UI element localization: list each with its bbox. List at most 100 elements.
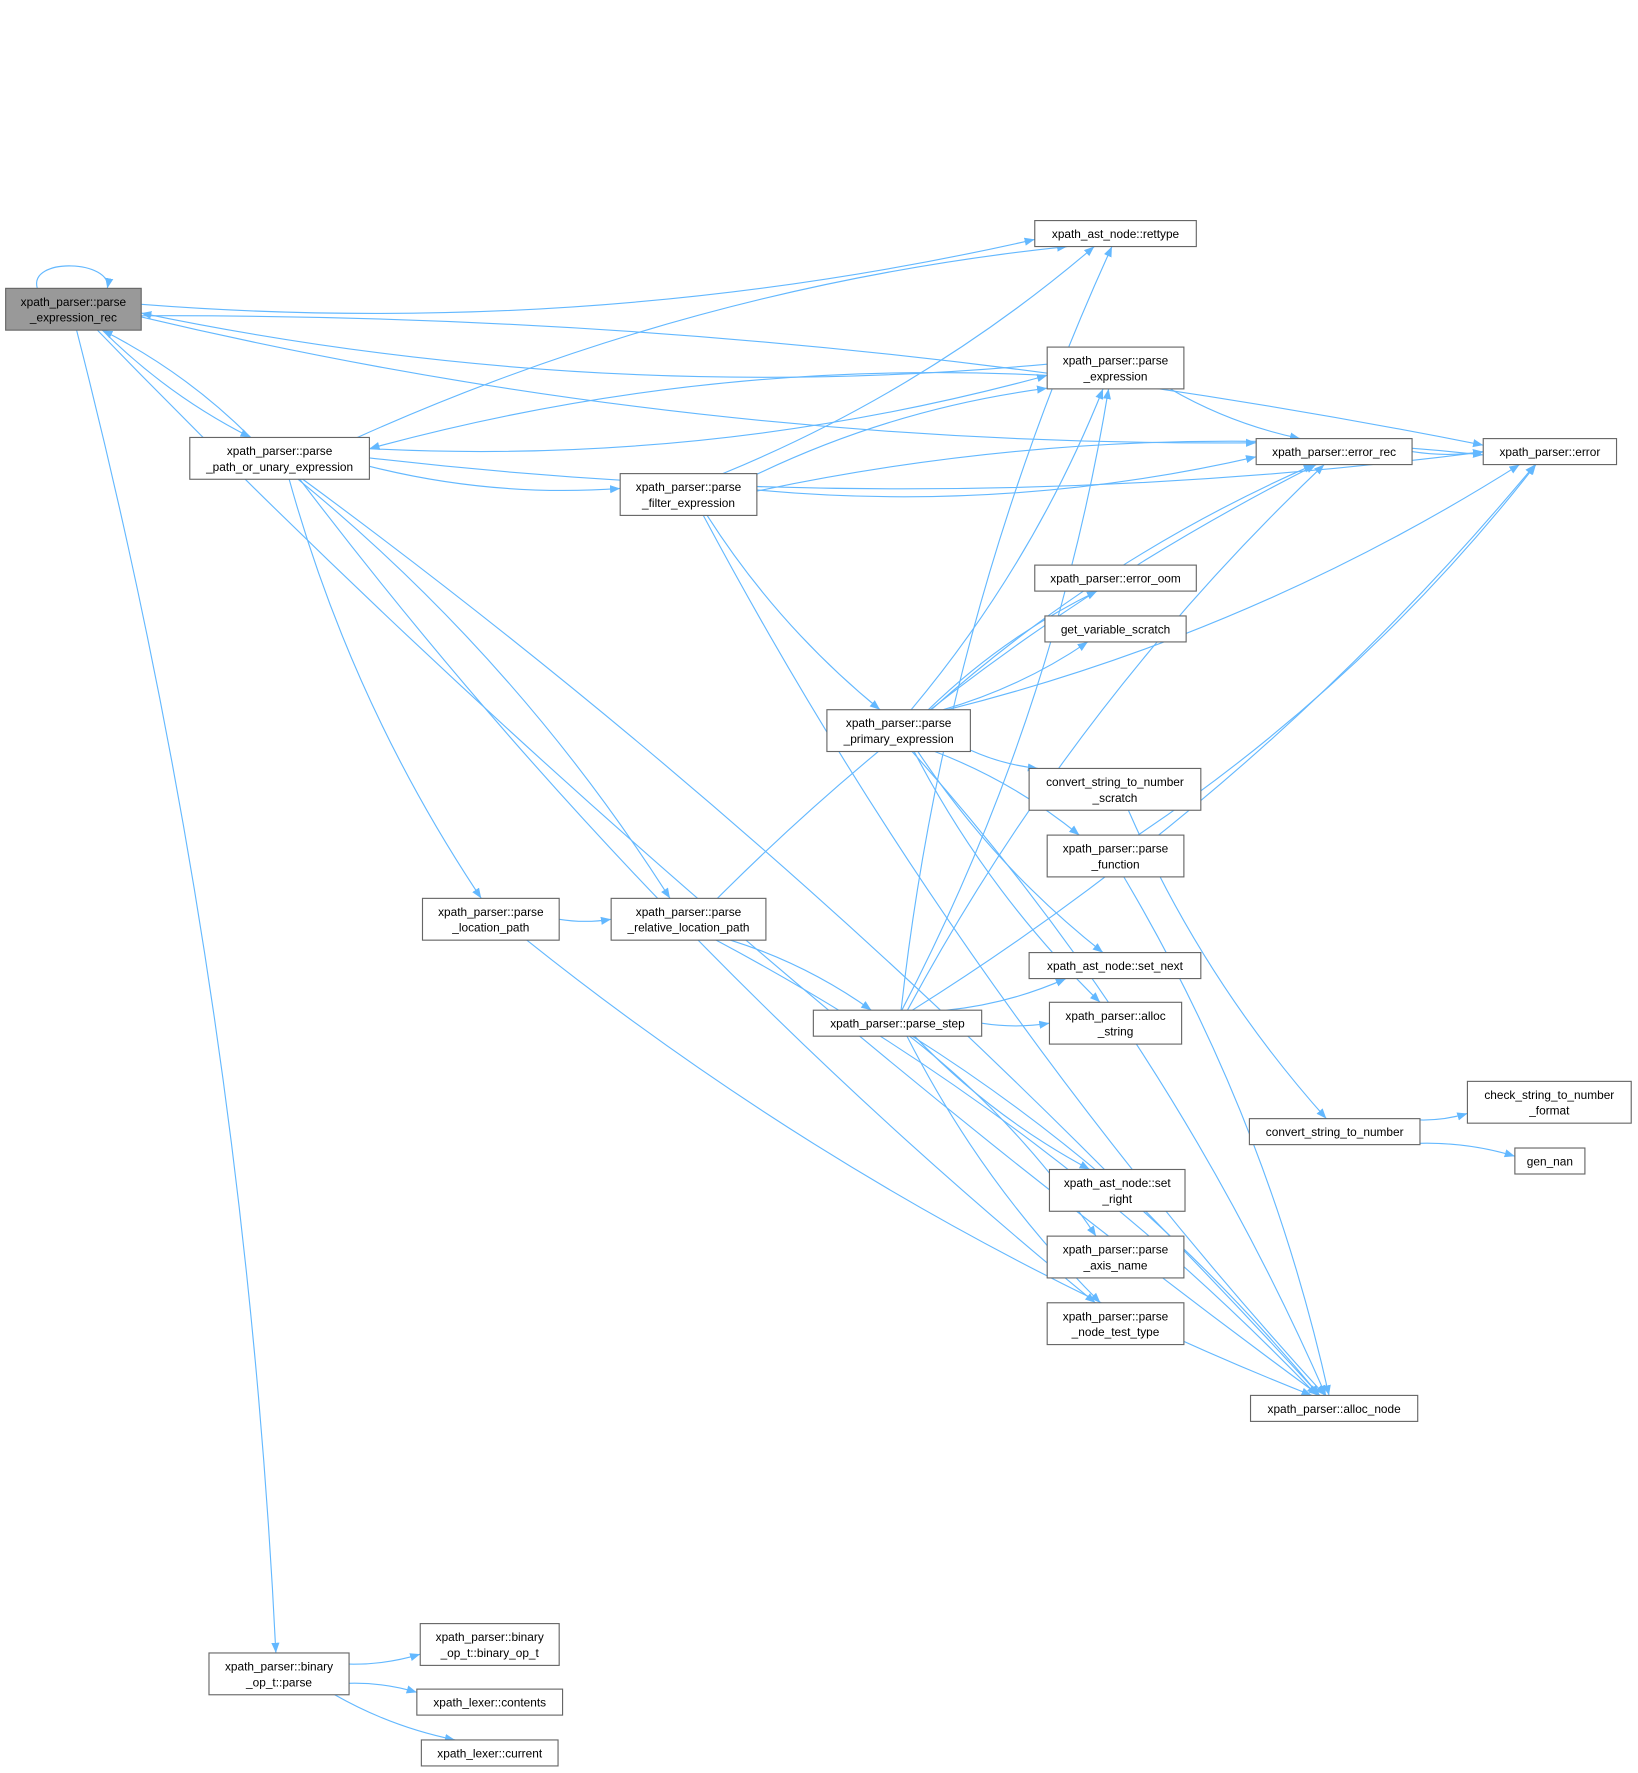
edge-6-to-7 [1411,449,1484,458]
node-convert-string-to-number[interactable]: convert_string_to_number [1248,1118,1421,1146]
node-xpath-parser-parse-function[interactable]: xpath_parser::parse_function [1046,834,1185,878]
edge-3-to-5 [756,385,1048,475]
node-get-variable-scratch[interactable]: get_variable_scratch [1044,615,1187,643]
node-label: _expression [1083,369,1148,383]
node-box [1046,1302,1185,1346]
edge-10-to-9 [943,641,1089,711]
node-box [1044,615,1187,643]
edge-2-to-4 [357,243,1068,438]
node-label: _primary_expression [843,732,954,746]
node-label: _path_or_unary_expression [205,460,353,474]
edge-5-to-6 [1169,388,1301,441]
node-xpath-ast-node-rettype[interactable]: xpath_ast_node::rettype [1034,220,1197,248]
node-label: xpath_parser::binary [436,1630,544,1644]
node-xpath-parser-error-oom[interactable]: xpath_parser::error_oom [1034,564,1197,592]
node-xpath-parser-error[interactable]: xpath_parser::error [1482,438,1618,466]
node-box [1028,767,1202,811]
node-label: _filter_expression [641,496,735,510]
node-xpath-ast-node-set-next[interactable]: xpath_ast_node::set_next [1028,952,1202,980]
edge-10-to-24 [911,751,1327,1396]
node-box [1048,1001,1183,1045]
node-check-string-to-number-format[interactable]: check_string_to_number_format [1466,1080,1632,1124]
node-label: _op_t::binary_op_t [440,1646,540,1660]
node-box [1255,438,1413,466]
edge-18-to-20 [1419,1142,1516,1158]
node-box [208,1652,350,1696]
edge-3-to-24 [702,515,1326,1396]
node-xpath-parser-binary-op-t-parse[interactable]: xpath_parser::binary_op_t::parse [208,1652,350,1696]
node-xpath-parser-parse-step[interactable]: xpath_parser::parse_step [812,1009,983,1037]
node-xpath-parser-parse-relative-location-path[interactable]: xpath_parser::parse_relative_location_pa… [610,897,767,941]
edge-2-to-5 [369,374,1048,453]
edge-1-to-2 [101,329,251,438]
edge-14-to-24 [715,939,1318,1396]
node-xpath-parser-alloc-string[interactable]: xpath_parser::alloc_string [1048,1001,1183,1045]
edge-16-to-5 [901,388,1111,1011]
edge-16-to-7 [912,464,1536,1011]
node-xpath-parser-parse-axis-name[interactable]: xpath_parser::parse_axis_name [1046,1235,1185,1279]
node-xpath-lexer-contents[interactable]: xpath_lexer::contents [416,1688,564,1716]
edge-18-to-19 [1419,1112,1468,1121]
node-label: _right [1101,1192,1132,1206]
node-label: _relative_location_path [627,921,750,935]
edge-16-to-6 [906,464,1325,1011]
edge-16-to-15 [946,978,1067,1011]
node-box [826,709,971,753]
node-label: xpath_parser::binary [225,1659,333,1673]
node-xpath-ast-node-set-right[interactable]: xpath_ast_node::set_right [1048,1168,1186,1212]
node-label: xpath_parser::parse [1063,1309,1169,1323]
node-label: xpath_parser::alloc_node [1268,1402,1402,1416]
edge-13-to-24 [526,939,1312,1396]
edge-3-to-10 [706,515,881,711]
edge-12-to-24 [1123,876,1331,1396]
node-label: xpath_parser::parse [1063,842,1169,856]
edge-10-to-5 [910,388,1104,711]
node-xpath-parser-parse-filter-expression[interactable]: xpath_parser::parse_filter_expression [619,473,758,516]
edge-1-to-4 [141,237,1035,315]
edge-14-to-6 [716,464,1317,899]
node-label: xpath_ast_node::set_next [1047,959,1184,973]
node-label: convert_string_to_number [1266,1125,1404,1139]
edge-1-to-25 [76,330,280,1653]
node-box [1048,1168,1186,1212]
node-box [420,1739,559,1767]
node-box [1248,1118,1421,1146]
node-xpath-parser-parse-primary-expression[interactable]: xpath_parser::parse_primary_expression [826,709,971,753]
node-xpath-parser-parse-expression-rec[interactable]: xpath_parser::parse_expression_rec [5,287,142,331]
edge-2-to-13 [288,479,482,899]
edge-5-to-1 [141,311,1048,378]
edge-2-to-1 [102,329,252,438]
edge-3-to-6 [756,455,1257,498]
node-box [419,1623,560,1666]
node-label: xpath_parser::parse [227,444,333,458]
node-label: _location_path [451,921,529,935]
edge-2-to-14 [297,478,671,899]
node-label: _string [1097,1025,1134,1039]
node-convert-string-to-number-scratch[interactable]: convert_string_to_number_scratch [1028,767,1202,811]
node-xpath-parser-parse-path-or-unary-expression[interactable]: xpath_parser::parse_path_or_unary_expres… [189,436,370,480]
node-xpath-parser-parse-node-test-type[interactable]: xpath_parser::parse_node_test_type [1046,1302,1185,1346]
node-box [1514,1147,1586,1175]
node-label: _format [1528,1104,1570,1118]
node-box [812,1009,983,1037]
node-label: _scratch [1092,791,1138,805]
edge-10-to-8 [927,590,1098,711]
node-xpath-lexer-current[interactable]: xpath_lexer::current [420,1739,559,1767]
node-label: xpath_lexer::current [437,1746,543,1760]
node-gen-nan[interactable]: gen_nan [1514,1147,1586,1175]
node-xpath-parser-alloc-node[interactable]: xpath_parser::alloc_node [1249,1394,1419,1422]
node-box [610,897,767,941]
node-box [416,1688,564,1716]
node-label: _node_test_type [1071,1325,1160,1339]
node-xpath-parser-binary-op-t-binary-op-t[interactable]: xpath_parser::binary_op_t::binary_op_t [419,1623,560,1666]
node-box [1046,346,1185,390]
node-label: _expression_rec [29,311,117,325]
edge-25-to-27 [349,1682,418,1694]
edge-10-to-11 [970,749,1039,772]
node-xpath-parser-parse-location-path[interactable]: xpath_parser::parse_location_path [421,897,560,941]
node-box [1028,952,1202,980]
edge-2-to-3 [369,465,621,494]
node-xpath-parser-error-rec[interactable]: xpath_parser::error_rec [1255,438,1413,466]
node-xpath-parser-parse-expression[interactable]: xpath_parser::parse_expression [1046,346,1185,390]
